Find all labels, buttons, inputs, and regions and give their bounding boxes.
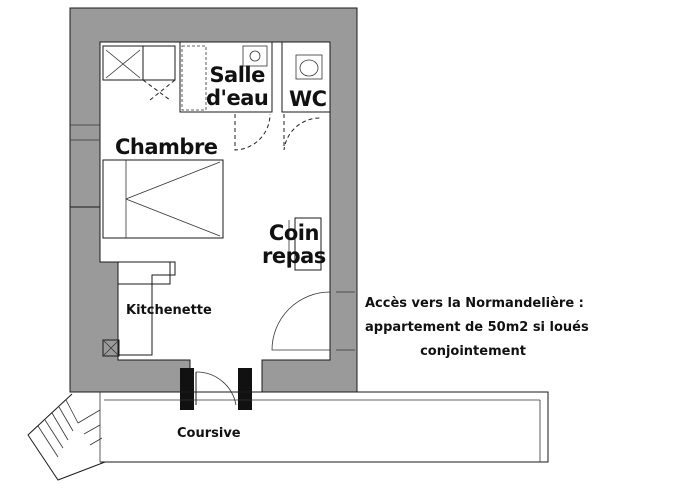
room-label-coin-repas: Coin repas	[262, 221, 326, 268]
door-frame-left	[180, 368, 194, 410]
washbasin	[242, 45, 268, 67]
dining-table	[294, 217, 322, 271]
room-label-chambre: Chambre	[115, 135, 218, 159]
shower-tray	[181, 45, 207, 111]
bed	[102, 159, 224, 239]
room-label-kitchenette: Kitchenette	[126, 303, 212, 318]
room-label-coursive: Coursive	[177, 426, 241, 441]
toilet	[295, 54, 323, 80]
door-frame-right	[238, 368, 252, 410]
side-door-swing	[271, 291, 331, 351]
access-note-line-3: conjointement	[420, 344, 526, 359]
access-note: Accès vers la Normandelière : appartemen…	[365, 292, 589, 364]
access-note-line-2: appartement de 50m2 si loués	[365, 320, 589, 335]
wardrobe	[102, 45, 144, 81]
left-lower-wall	[69, 206, 191, 393]
access-note-line-1: Accès vers la Normandelière :	[365, 296, 584, 311]
exterior-staircase	[27, 393, 106, 481]
room-label-wc: WC	[289, 87, 327, 111]
door-swing-wc	[283, 114, 321, 151]
room-label-salle-deau: Salle d'eau	[206, 63, 269, 110]
coursive-walkway	[100, 391, 549, 463]
door-swing-salle	[234, 113, 271, 151]
entry-door-swing	[195, 371, 237, 406]
